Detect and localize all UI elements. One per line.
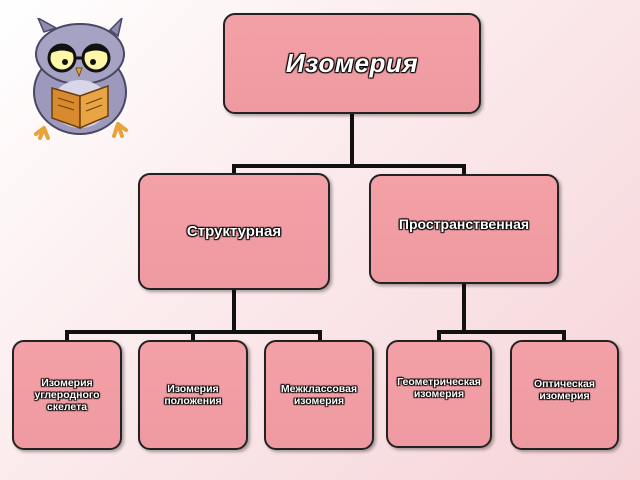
- node-isomerism: Изомерия: [223, 13, 481, 114]
- node-structural: Структурная: [138, 173, 330, 290]
- node-optical-isomerism-label: Оптическая изомерия: [534, 378, 595, 402]
- node-structural-label: Структурная: [186, 223, 282, 240]
- owl-reading-book-icon: [33, 18, 128, 140]
- node-position-isomerism: Изомерия положения: [138, 340, 248, 450]
- node-geometric-isomerism: Геометрическая изомерия: [386, 340, 492, 448]
- node-spatial: Пространственная: [369, 174, 559, 284]
- node-isomerism-label: Изомерия: [285, 48, 419, 78]
- node-geometric-isomerism-label: Геометрическая изомерия: [397, 376, 481, 400]
- node-interclass-isomerism: Межклассовая изомерия: [264, 340, 374, 450]
- node-carbon-skeleton-isomerism-label: Изомерия углеродного скелета: [34, 377, 100, 413]
- node-spatial-label: Пространственная: [398, 216, 530, 232]
- node-interclass-isomerism-label: Межклассовая изомерия: [280, 383, 358, 407]
- node-position-isomerism-label: Изомерия положения: [164, 383, 222, 407]
- node-carbon-skeleton-isomerism: Изомерия углеродного скелета: [12, 340, 122, 450]
- node-optical-isomerism: Оптическая изомерия: [510, 340, 619, 450]
